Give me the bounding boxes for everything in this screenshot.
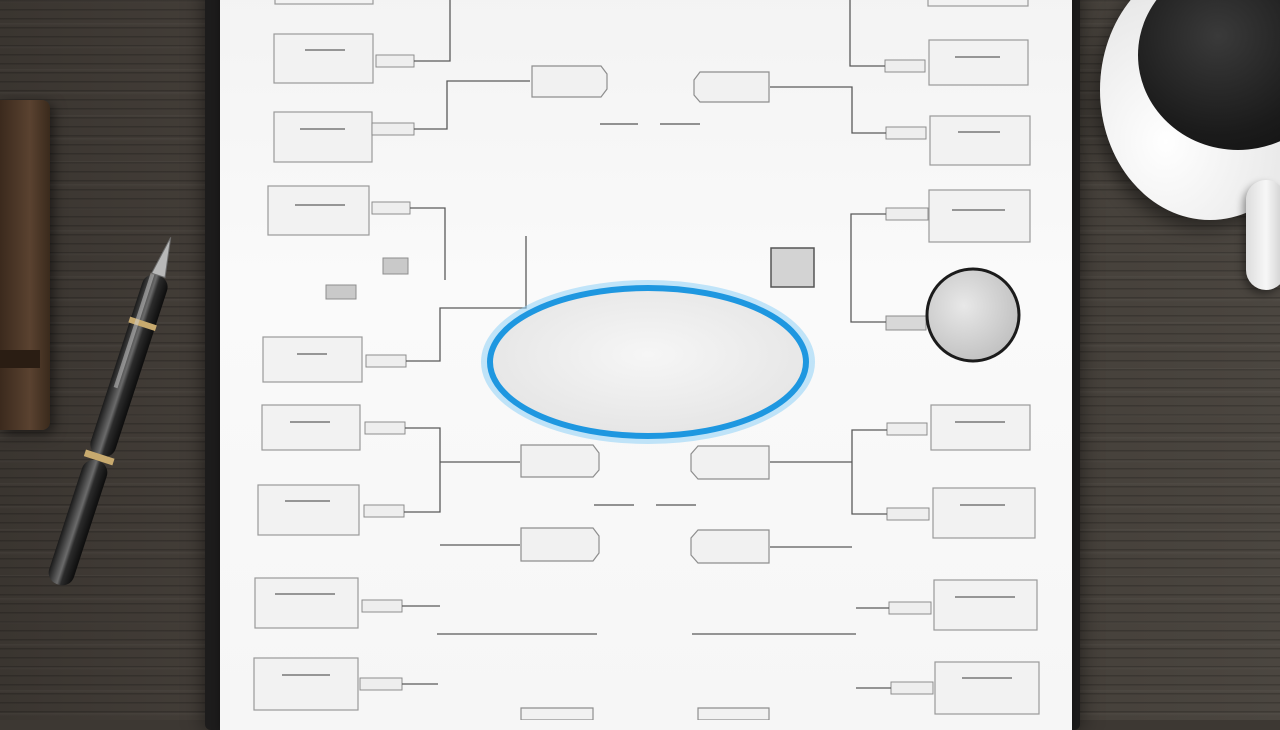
round-box-low-right	[690, 529, 770, 564]
left-box-6	[261, 404, 361, 451]
fountain-pen	[48, 237, 172, 586]
gray-circle	[925, 267, 1021, 363]
left-box-4	[267, 185, 370, 236]
left-box-1	[274, 0, 374, 5]
right-entry-boxes	[927, 0, 1040, 715]
left-box-scribbles	[275, 49, 345, 676]
center-ring	[487, 285, 809, 439]
center-ring-glow	[481, 280, 815, 444]
left-box-9	[253, 657, 359, 711]
right-box-4	[928, 189, 1031, 243]
right-box-5	[930, 404, 1031, 451]
left-box-8	[254, 577, 359, 629]
left-box-2	[273, 33, 374, 84]
left-entry-boxes	[253, 0, 374, 711]
small-square	[770, 247, 815, 288]
round-box-mid-right	[690, 445, 770, 480]
right-box-2	[928, 39, 1029, 86]
right-bracket-lines	[692, 0, 891, 689]
right-box-7	[933, 579, 1038, 631]
round-box-low-left	[520, 527, 600, 562]
right-box-8	[934, 661, 1040, 715]
right-small-tags	[884, 59, 934, 695]
round-box-top-right	[693, 71, 770, 103]
left-box-7	[257, 484, 360, 536]
round-two-boxes	[520, 65, 770, 720]
connector-dashes	[594, 123, 700, 506]
round-box-top-left	[531, 65, 608, 98]
left-box-3	[273, 111, 373, 163]
notebook-band	[0, 350, 40, 368]
right-box-1	[927, 0, 1029, 7]
right-box-6	[932, 487, 1036, 539]
round-box-mid-left	[520, 444, 600, 478]
right-box-3	[929, 115, 1031, 166]
left-bracket-lines	[402, 0, 597, 685]
mug-handle	[1246, 180, 1280, 290]
leather-notebook	[0, 100, 50, 430]
left-box-5	[262, 336, 363, 383]
right-box-scribbles	[952, 56, 1015, 679]
